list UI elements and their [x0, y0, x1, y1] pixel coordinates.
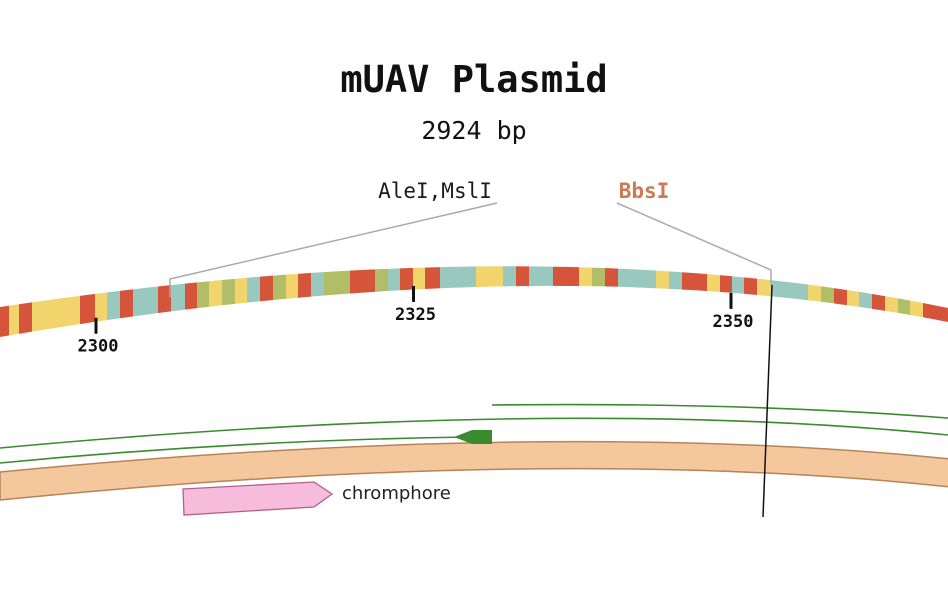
base-band — [0, 266, 948, 337]
base-segment — [171, 266, 185, 337]
feature-arrow-chromphore[interactable] — [182, 481, 334, 516]
base-segment — [898, 266, 910, 337]
plasmid-length: 2924 bp — [421, 116, 527, 145]
base-segment — [872, 266, 885, 337]
base-segment — [185, 266, 197, 337]
base-segment — [808, 266, 821, 337]
base-segment — [32, 266, 80, 337]
base-segment — [682, 266, 707, 337]
base-segment — [516, 266, 529, 337]
primer-line — [491, 403, 948, 419]
base-segment — [19, 266, 32, 337]
base-segment — [553, 266, 579, 337]
base-segment — [859, 266, 872, 337]
tick-label: 2350 — [713, 312, 754, 332]
base-segment — [400, 266, 413, 337]
base-segment — [9, 266, 19, 337]
base-segment — [503, 266, 516, 337]
enzyme-leader-line — [169, 202, 498, 297]
feature-label: chromphore — [342, 483, 451, 504]
base-segment — [350, 266, 375, 337]
base-segment — [324, 266, 350, 337]
enzyme-label[interactable]: BbsI — [619, 179, 670, 203]
plasmid-title: mUAV Plasmid — [340, 58, 608, 101]
base-segment — [158, 266, 171, 337]
base-segment — [235, 266, 247, 337]
backbone-strand — [0, 440, 948, 501]
enzyme-label[interactable]: AleI,MslI — [378, 179, 492, 203]
base-segment — [744, 266, 757, 337]
base-segment — [388, 266, 400, 337]
base-segment — [80, 266, 95, 337]
base-segment — [847, 266, 859, 337]
base-segment — [885, 266, 898, 337]
base-segment — [120, 266, 133, 337]
base-segment — [910, 266, 923, 337]
base-segment — [476, 266, 503, 337]
base-segment — [95, 266, 107, 337]
base-segment — [286, 266, 298, 337]
base-segment — [707, 266, 720, 337]
base-segment — [923, 266, 948, 337]
base-segment — [425, 266, 440, 337]
primer-line — [0, 436, 471, 464]
tick-label: 2325 — [395, 305, 436, 325]
base-segment — [732, 266, 744, 337]
base-segment — [247, 266, 260, 337]
base-segment — [260, 266, 273, 337]
base-segment — [834, 266, 847, 337]
base-segment — [821, 266, 834, 337]
primer-arrow — [454, 430, 492, 444]
base-segment — [311, 266, 324, 337]
tick-group: 2300 2325 2350 — [78, 285, 754, 357]
base-segment — [0, 266, 9, 337]
base-segment — [440, 266, 476, 337]
enzyme-leader-line — [616, 202, 772, 285]
base-segment — [197, 266, 209, 337]
base-segment — [605, 266, 618, 337]
base-segment — [133, 266, 158, 337]
base-segment — [579, 266, 592, 337]
cut-site-line — [762, 284, 773, 518]
base-segment — [529, 266, 553, 337]
base-segment — [298, 266, 311, 337]
base-segment — [592, 266, 605, 337]
tick-label: 2300 — [78, 337, 119, 357]
primer-line — [0, 417, 948, 449]
base-segment — [222, 266, 235, 337]
base-segment — [771, 266, 808, 337]
base-segment — [656, 266, 669, 337]
base-segment — [209, 266, 222, 337]
base-segment — [107, 266, 120, 337]
base-segment — [273, 266, 286, 337]
base-segment — [618, 266, 656, 337]
